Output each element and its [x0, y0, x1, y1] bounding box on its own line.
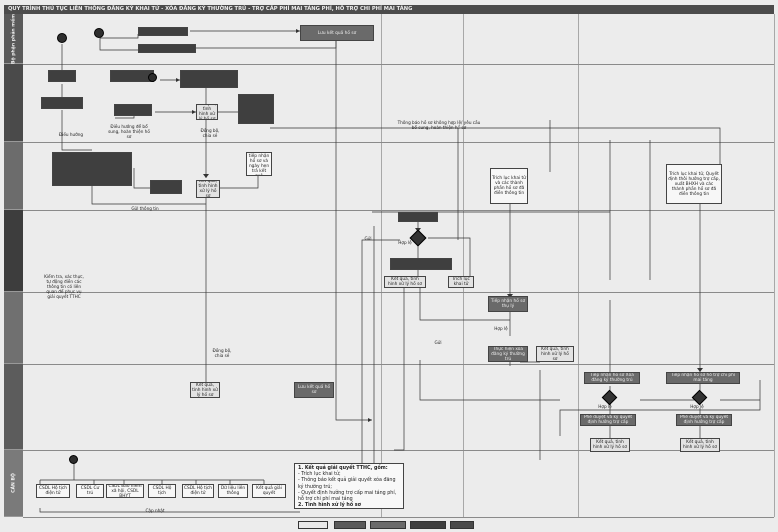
result-box: Kết quả, tình hình xử lý hồ sơ	[190, 382, 220, 398]
legend-item	[370, 521, 406, 529]
edge-label: Điều hướng để bổ sung, hoàn thiện hồ sơ	[108, 124, 150, 139]
lane-divider	[23, 450, 774, 451]
lane-label	[4, 210, 23, 292]
process-box	[114, 104, 152, 116]
edge-label: Thông báo hồ sơ không hợp lệ/ yêu cầu bổ…	[397, 120, 481, 130]
edge-label: Hợp lệ	[494, 326, 508, 331]
legend-item	[450, 521, 474, 529]
column-divider	[463, 14, 464, 517]
edge-label: Đồng bộ, chia sẻ	[200, 128, 220, 138]
edge-label: Gửi	[434, 340, 442, 345]
edge-label: Hợp lệ	[598, 404, 612, 409]
legend-item	[334, 521, 366, 529]
edge-label: Hợp lệ	[398, 240, 412, 245]
result-box: Kết quả, tình hình xử lý hồ sơ	[590, 438, 630, 452]
result-box: Trích lục khai tử	[448, 276, 474, 288]
lane-label	[4, 64, 23, 142]
process-box	[52, 152, 132, 186]
result-box: Kết quả, tình hình xử lý hồ sơ	[536, 346, 574, 362]
start-node	[94, 28, 104, 38]
database-box: Dữ liệu liên thông	[218, 484, 248, 498]
process-box	[180, 70, 238, 88]
edge-label: Gửi	[364, 236, 372, 241]
process-box: Phê duyệt và ký quyết định hưởng trợ cấp	[676, 414, 732, 426]
process-box: Thực hiện xóa đăng ký thường trú	[488, 346, 528, 362]
lane-label	[4, 142, 23, 210]
database-box: CSDL Bảo hiểm xã hội, CSDL BHYT	[106, 484, 144, 498]
edge-label: Cập nhật	[145, 508, 165, 513]
result-box: Kết quả, tình hình xử lý hồ sơ	[384, 276, 426, 288]
lane-divider	[23, 292, 774, 293]
lane-divider	[23, 210, 774, 211]
process-box: Phê duyệt và ký quyết định hưởng trợ cấp	[580, 414, 636, 426]
diagram-title: QUY TRÌNH THỦ TỤC LIÊN THÔNG ĐĂNG KÝ KHA…	[8, 6, 413, 12]
process-box	[390, 258, 452, 270]
database-box: CSDL Hộ tịch điện tử	[182, 484, 214, 498]
edge-label: Đồng bộ, chia sẻ	[212, 348, 232, 358]
process-box	[398, 212, 438, 222]
process-box	[48, 70, 76, 82]
process-box: Tiếp nhận hồ sơ Xóa đăng ký thường trú	[584, 372, 640, 384]
database-box: Kết quả giải quyết	[252, 484, 286, 498]
title-bar	[4, 5, 774, 14]
process-box	[150, 180, 182, 194]
column-divider	[578, 14, 579, 517]
process-box: Tiếp nhận hồ sơ hỗ trợ chi phí mai táng	[666, 372, 740, 384]
column-divider	[774, 14, 775, 517]
process-box: Tiếp nhận hồ sơ thụ lý	[488, 296, 528, 312]
legend-item	[298, 521, 328, 529]
start-node	[148, 73, 157, 82]
result-box: Trích lục khai tử, Quyết định thôi hưởng…	[666, 164, 722, 204]
result-box: Trích lục khai tử và các thành phần hồ s…	[490, 168, 528, 204]
result-box: Kết quả, tình hình xử lý hồ sơ	[196, 180, 220, 198]
result-description: 1. Kết quả giải quyết TTHC, gồm: - Trích…	[294, 463, 404, 509]
result-box: Kết quả, tình hình xử lý hồ sơ	[680, 438, 720, 452]
result-box: Lưu kết quả hồ sơ	[300, 25, 374, 41]
edge-label: Kiểm tra, xác thực, tự động điền các thô…	[44, 274, 84, 299]
lane-label	[4, 292, 23, 364]
merge-node	[69, 455, 78, 464]
database-box: CSDL Hộ tịch điện tử	[36, 484, 70, 498]
edge-label: Gửi thông tin	[131, 206, 159, 211]
lane-divider	[23, 64, 774, 65]
process-box	[41, 97, 83, 109]
database-box: CSDL Hộ tịch	[148, 484, 176, 498]
edge-label: Hợp lệ	[690, 404, 704, 409]
notice-box: Thông tin tiếp nhận hồ sơ và ngày hẹn tr…	[246, 152, 272, 176]
legend-item	[410, 521, 446, 529]
column-divider	[381, 14, 382, 517]
lane-label: Bộ phận phản mềm	[4, 13, 23, 64]
lane-divider	[23, 142, 774, 143]
process-box	[238, 94, 274, 124]
process-box	[138, 27, 188, 36]
result-box: Lưu kết quả hồ sơ	[294, 382, 334, 398]
lane-label	[4, 364, 23, 450]
database-box: CSDL Cư trú	[76, 484, 104, 498]
process-box	[138, 44, 196, 53]
lane-divider	[23, 517, 774, 518]
edge-label: Điều hướng	[58, 132, 84, 137]
lane-label: CÁN BỘ	[4, 450, 23, 517]
result-box: Kết quả, tình hình xử lý hồ sơ	[196, 104, 218, 120]
lane-divider	[23, 364, 774, 365]
start-node	[57, 33, 67, 43]
